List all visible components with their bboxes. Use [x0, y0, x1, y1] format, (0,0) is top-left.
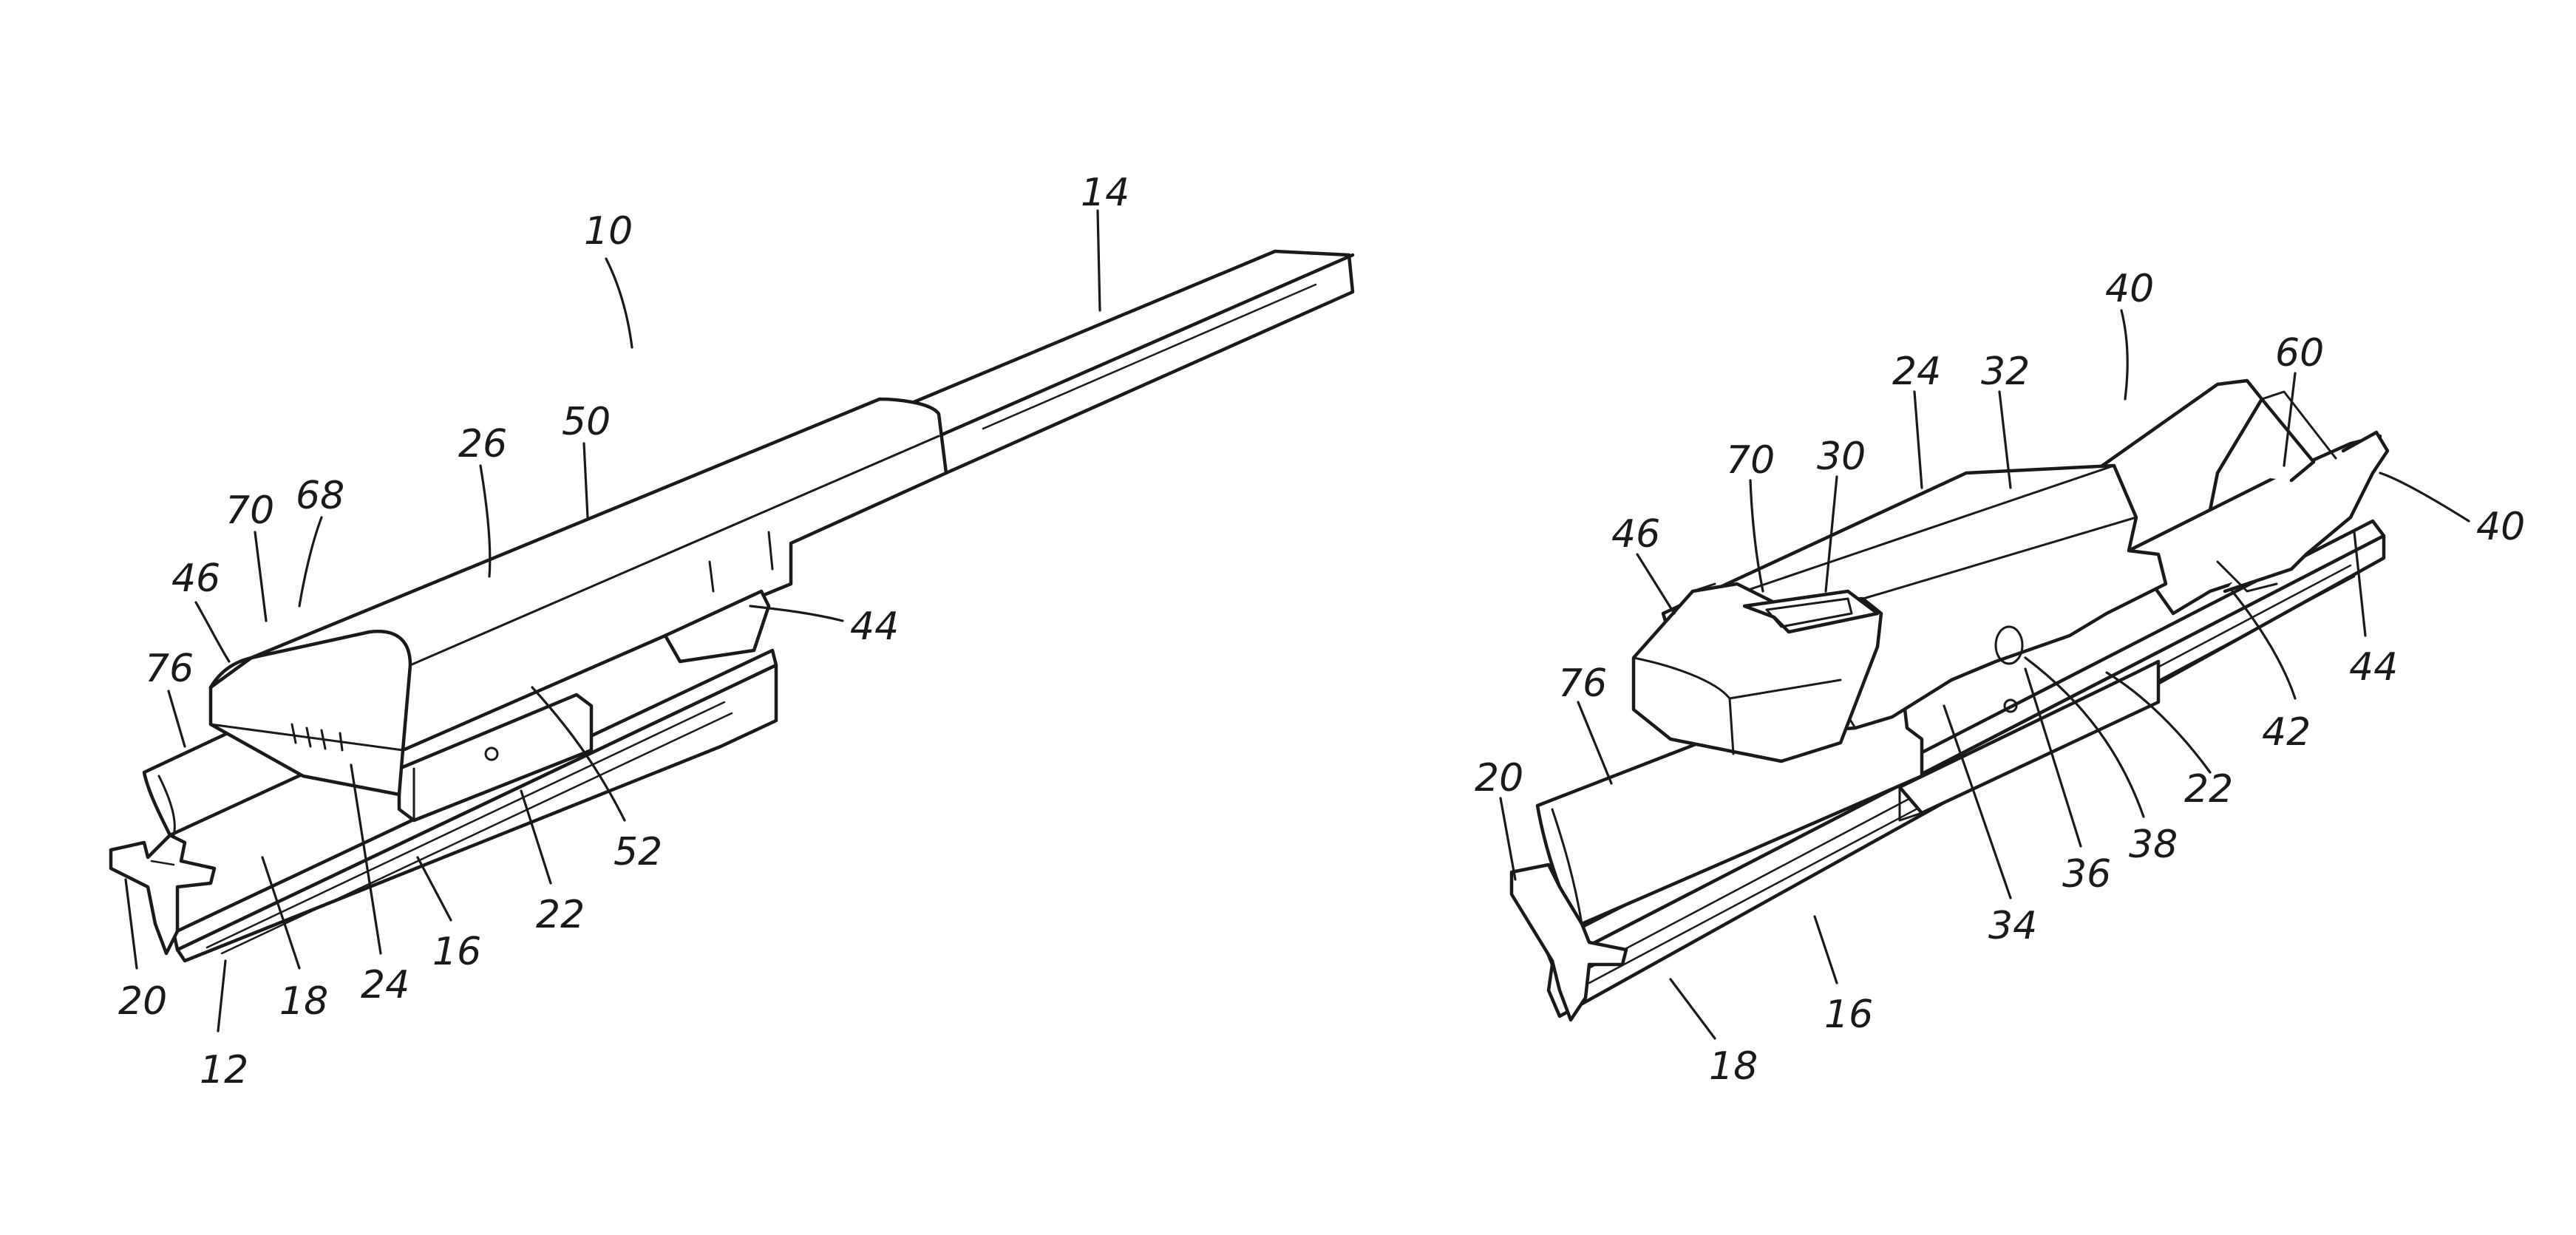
- ref-label: 40: [2476, 505, 2525, 549]
- ref-label: 38: [2129, 823, 2178, 867]
- ref-label: 20: [1475, 756, 1523, 800]
- ref-label: 18: [279, 979, 328, 1024]
- ref-label: 20: [118, 979, 167, 1024]
- wiper-arm-left: [894, 251, 1353, 473]
- ref-label: 24: [1892, 350, 1941, 394]
- ref-label: 16: [1824, 993, 1873, 1037]
- ref-label: 76: [145, 647, 194, 691]
- ref-label: 50: [562, 400, 611, 444]
- figure-left: 10 14 50 26 68 70 46 76 44 52 22 16 24 1…: [111, 171, 1353, 1092]
- ref-label: 44: [2349, 645, 2398, 690]
- ref-label: 34: [1988, 904, 2037, 948]
- figure-right: 40 24 32 60 70 30 40 46 76 20 44 42 22 3…: [1475, 267, 2525, 1089]
- ref-label: 10: [584, 209, 633, 254]
- ref-label: 70: [225, 489, 274, 533]
- ref-label: 42: [2262, 710, 2311, 755]
- ref-label: 60: [2275, 331, 2324, 375]
- ref-label: 12: [200, 1048, 248, 1092]
- ref-label: 68: [296, 474, 344, 518]
- ref-label: 70: [1726, 438, 1775, 483]
- ref-label: 14: [1081, 171, 1129, 215]
- ref-label: 30: [1817, 435, 1866, 479]
- ref-label: 22: [2184, 767, 2233, 812]
- ref-label: 46: [1611, 512, 1660, 557]
- ref-label: 16: [432, 930, 481, 974]
- ref-label: 32: [1981, 350, 2030, 394]
- ref-label: 36: [2062, 852, 2111, 897]
- ref-label: 22: [536, 893, 585, 937]
- ref-label: 26: [458, 422, 507, 466]
- ref-label: 40: [2105, 267, 2154, 311]
- ref-label: 46: [171, 557, 220, 601]
- ref-label: 52: [614, 830, 662, 874]
- ref-label: 76: [1558, 661, 1607, 706]
- ref-label: 24: [361, 963, 409, 1007]
- ref-label: 18: [1709, 1044, 1758, 1089]
- ref-label: 44: [850, 605, 899, 649]
